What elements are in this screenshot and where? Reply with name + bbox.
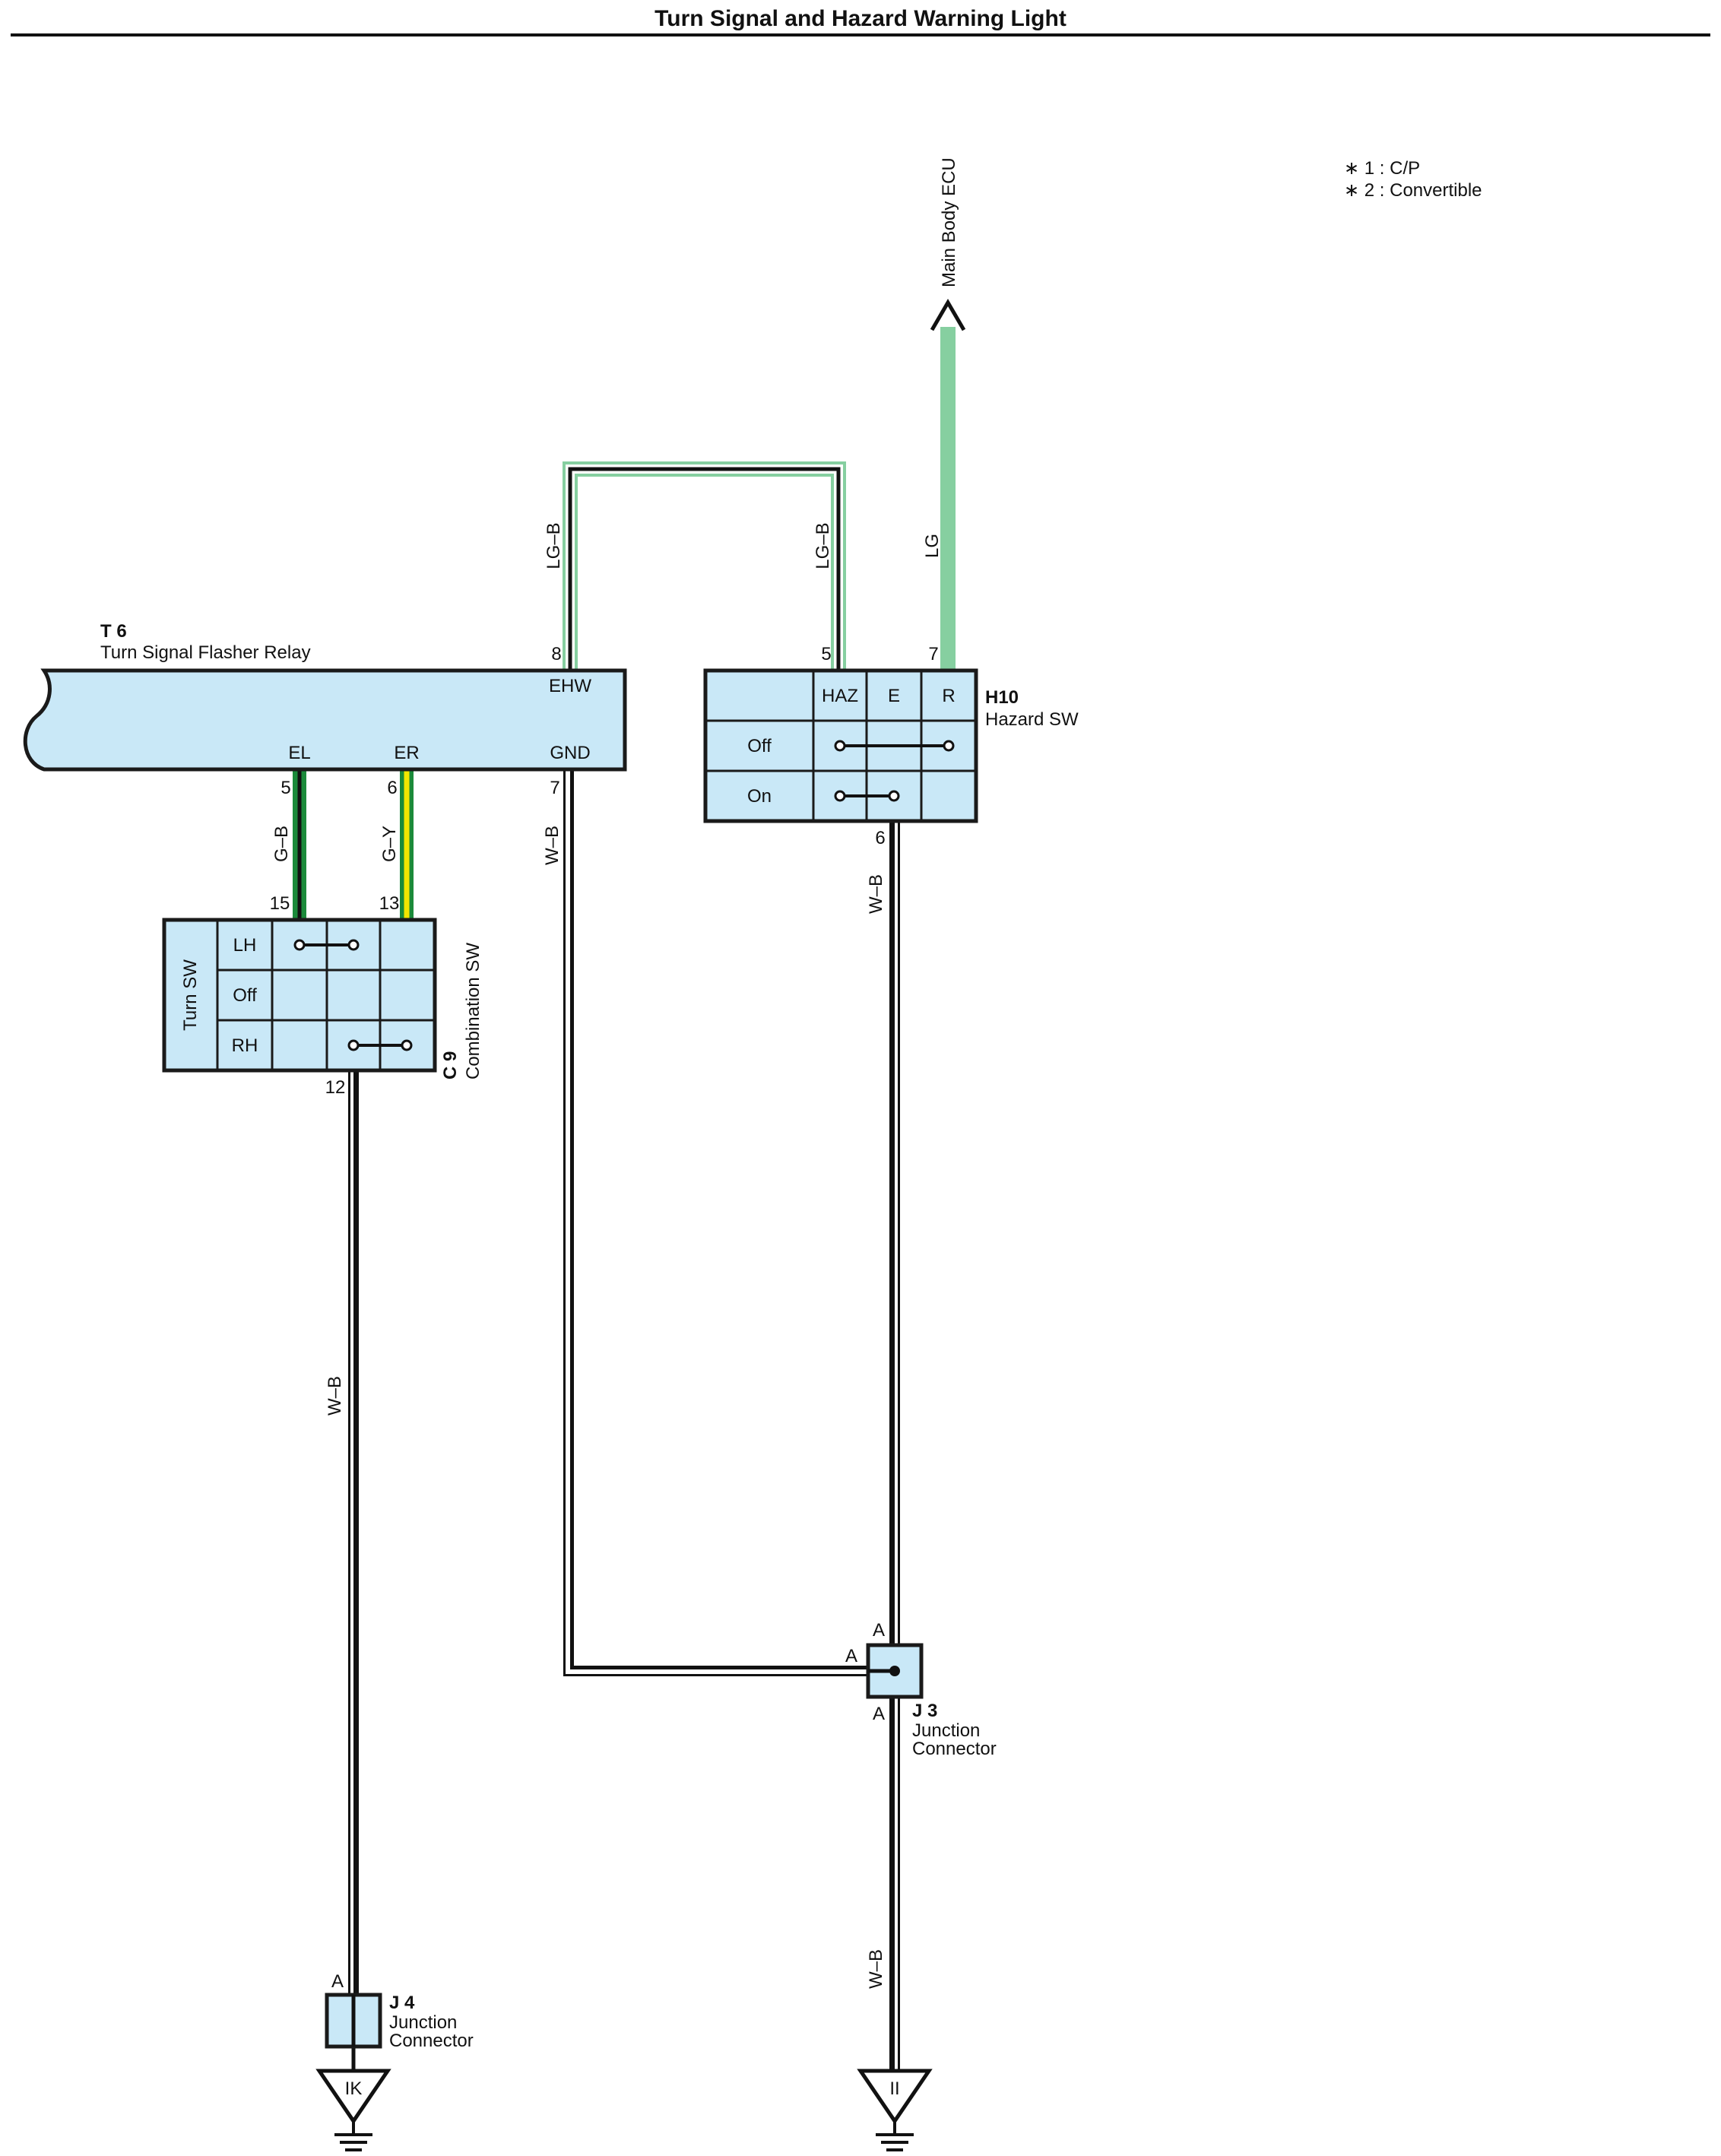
c9-code: C 9 bbox=[440, 1051, 461, 1080]
ground-ik-label: IK bbox=[345, 2078, 363, 2099]
t6-code: T 6 bbox=[100, 621, 127, 642]
c9-name: Combination SW bbox=[463, 943, 483, 1080]
ground-triangle-icon bbox=[857, 2069, 933, 2125]
h10-col-r: R bbox=[942, 686, 955, 706]
ground-triangle-icon bbox=[315, 2069, 391, 2125]
c9-group-label: Turn SW bbox=[180, 959, 201, 1031]
wire-label-lgb-left: LG–B bbox=[544, 522, 564, 569]
c9-combination-switch: Turn SW LH Off RH C 9 Combination SW 15 … bbox=[162, 893, 483, 1098]
t6-terminal-gnd: GND bbox=[550, 743, 590, 763]
wire-w-b-h10 bbox=[889, 821, 900, 1645]
t6-name: Turn Signal Flasher Relay bbox=[100, 642, 311, 663]
note-1: ∗ 1 : C/P bbox=[1344, 158, 1420, 179]
t6-pin-ehw: 8 bbox=[551, 644, 561, 664]
wire-label-wb-c9: W–B bbox=[325, 1376, 345, 1416]
j3-code: J 3 bbox=[912, 1701, 937, 1721]
t6-pin-el: 5 bbox=[280, 778, 290, 798]
wire-label-lgb-right: LG–B bbox=[813, 522, 833, 569]
wire-label-wb-h10: W–B bbox=[866, 874, 886, 914]
h10-pin-haz: 5 bbox=[821, 644, 831, 664]
h10-code: H10 bbox=[985, 687, 1019, 708]
c9-row-rh: RH bbox=[232, 1035, 258, 1056]
j3-name-1: Junction bbox=[912, 1720, 980, 1741]
t6-pin-er: 6 bbox=[387, 778, 397, 798]
page-title: Turn Signal and Hazard Warning Light bbox=[654, 6, 1067, 31]
c9-row-off: Off bbox=[233, 985, 257, 1006]
h10-row-off: Off bbox=[747, 736, 772, 756]
j4-name-2: Connector bbox=[389, 2031, 474, 2051]
j3-junction-connector: A A A J 3 Junction Connector bbox=[845, 1620, 997, 1759]
h10-pin-e: 6 bbox=[875, 828, 885, 848]
wire-label-wb-j3: W–B bbox=[866, 1949, 886, 1989]
ground-ik: IK bbox=[315, 2069, 391, 2151]
h10-pin-r: 7 bbox=[928, 644, 938, 664]
wire-w-b-j3-ground bbox=[889, 1697, 900, 2071]
h10-hazard-switch: HAZ E R Off On H10 Hazard SW 5 7 6 bbox=[703, 644, 1079, 848]
j4-name-1: Junction bbox=[389, 2012, 457, 2033]
destination-label: Main Body ECU bbox=[939, 157, 959, 287]
t6-terminal-el: EL bbox=[288, 743, 310, 763]
wire-label-wb-gnd: W–B bbox=[542, 826, 563, 865]
j3-name-2: Connector bbox=[912, 1739, 997, 1759]
h10-name: Hazard SW bbox=[985, 709, 1079, 730]
arrow-up-icon bbox=[930, 299, 966, 331]
j4-code: J 4 bbox=[389, 1993, 415, 2013]
wire-w-b-gnd bbox=[563, 769, 867, 1676]
wire-lg-b-loop bbox=[563, 461, 846, 669]
t6-flasher-relay: T 6 Turn Signal Flasher Relay EHW EL ER … bbox=[23, 621, 627, 798]
ground-ii: II bbox=[857, 2069, 933, 2151]
wire-label-gy: G–Y bbox=[379, 826, 400, 862]
t6-pin-gnd: 7 bbox=[550, 778, 559, 798]
ground-ii-label: II bbox=[889, 2078, 899, 2099]
t6-terminal-er: ER bbox=[394, 743, 419, 763]
h10-row-on: On bbox=[747, 786, 772, 807]
j4-junction-connector: A J 4 Junction Connector bbox=[325, 1971, 474, 2051]
c9-pin-right: 13 bbox=[379, 893, 400, 914]
j3-pin-left: A bbox=[845, 1646, 857, 1666]
h10-col-haz: HAZ bbox=[822, 686, 858, 706]
h10-col-e: E bbox=[888, 686, 900, 706]
wire-lg-main-body bbox=[930, 299, 966, 669]
wire-label-lg: LG bbox=[922, 534, 943, 558]
t6-terminal-ehw: EHW bbox=[549, 676, 591, 696]
wire-label-gb: G–B bbox=[271, 826, 292, 862]
j3-pin-top: A bbox=[873, 1620, 885, 1641]
note-2: ∗ 2 : Convertible bbox=[1344, 180, 1482, 201]
j3-pin-bottom: A bbox=[873, 1704, 885, 1724]
j4-pin-top: A bbox=[331, 1971, 344, 1992]
wire-w-b-c9 bbox=[348, 1070, 359, 1995]
c9-pin-bottom: 12 bbox=[325, 1077, 346, 1098]
c9-pin-left: 15 bbox=[270, 893, 290, 914]
c9-row-lh: LH bbox=[233, 935, 257, 956]
